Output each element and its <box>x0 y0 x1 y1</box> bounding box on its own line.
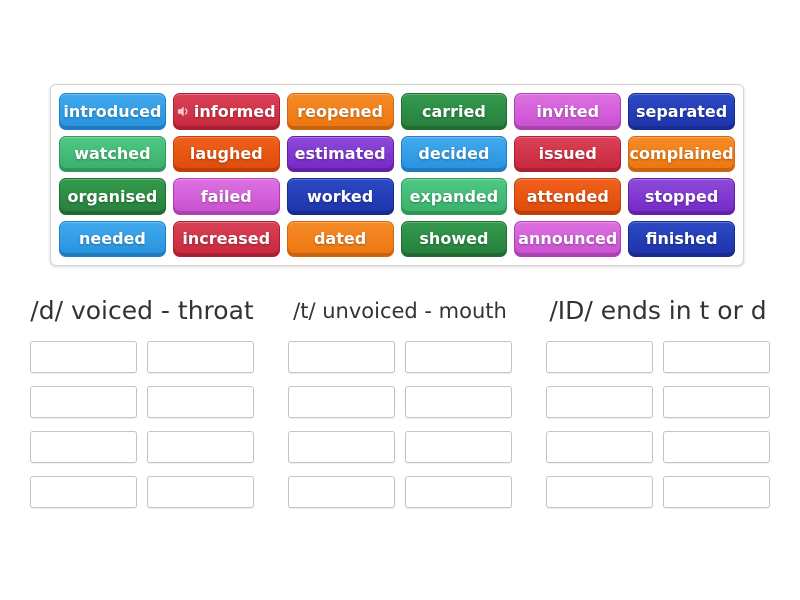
category-title: /d/ voiced - throat <box>30 296 254 325</box>
answer-slot[interactable] <box>147 341 254 373</box>
word-tile[interactable]: laughed <box>172 135 280 172</box>
word-tile[interactable]: introduced <box>59 93 166 130</box>
word-tile-label: dated <box>313 229 367 249</box>
word-bank-grid: introduced informed reopened carried inv… <box>59 93 735 257</box>
answer-slot[interactable] <box>288 476 395 508</box>
word-tile-label: failed <box>200 186 252 206</box>
answer-slot[interactable] <box>405 476 512 508</box>
word-tile-label: laughed <box>189 144 263 164</box>
word-tile-label: announced <box>518 229 618 249</box>
slot-grid <box>288 341 512 508</box>
answer-slot[interactable] <box>30 476 137 508</box>
answer-slot[interactable] <box>30 386 137 418</box>
word-tile-label: attended <box>526 186 609 206</box>
word-tile[interactable]: invited <box>514 93 622 130</box>
answer-slot[interactable] <box>546 341 653 373</box>
word-tile[interactable]: issued <box>514 135 622 172</box>
word-tile-label: complained <box>629 144 734 164</box>
answer-slot[interactable] <box>546 431 653 463</box>
category-title: /ID/ ends in t or d <box>549 296 767 325</box>
slot-grid <box>30 341 254 508</box>
answer-slot[interactable] <box>663 341 770 373</box>
answer-slot[interactable] <box>30 431 137 463</box>
word-tile-label: organised <box>67 186 158 206</box>
word-tile-label: invited <box>536 101 600 121</box>
answer-slot[interactable] <box>147 476 254 508</box>
category-title: /t/ unvoiced - mouth <box>293 299 507 323</box>
word-tile[interactable]: attended <box>514 178 622 215</box>
word-tile[interactable]: dated <box>286 220 394 257</box>
word-tile[interactable]: organised <box>59 178 166 215</box>
word-tile-label: decided <box>418 144 490 164</box>
word-tile[interactable]: decided <box>400 135 508 172</box>
word-tile[interactable]: needed <box>59 220 166 257</box>
word-tile[interactable]: finished <box>628 220 735 257</box>
answer-slot[interactable] <box>663 476 770 508</box>
word-tile-label: introduced <box>63 101 162 121</box>
word-tile[interactable]: stopped <box>628 178 735 215</box>
answer-slot[interactable] <box>405 431 512 463</box>
answer-slot[interactable] <box>663 431 770 463</box>
word-tile[interactable]: informed <box>172 93 280 130</box>
answer-slot[interactable] <box>405 386 512 418</box>
word-tile[interactable]: watched <box>59 135 166 172</box>
word-tile-label: estimated <box>294 144 386 164</box>
answer-slot[interactable] <box>288 386 395 418</box>
word-tile-label: carried <box>421 101 486 121</box>
word-bank: introduced informed reopened carried inv… <box>50 84 744 266</box>
word-tile-label: finished <box>645 229 718 249</box>
word-tile[interactable]: carried <box>400 93 508 130</box>
word-tile-label: separated <box>635 101 728 121</box>
word-tile[interactable]: showed <box>400 220 508 257</box>
answer-slot[interactable] <box>30 341 137 373</box>
word-tile-label: watched <box>74 144 151 164</box>
word-tile-label: informed <box>193 101 276 121</box>
word-tile[interactable]: failed <box>172 178 280 215</box>
answer-slot[interactable] <box>546 476 653 508</box>
word-tile[interactable]: expanded <box>400 178 508 215</box>
answer-slot[interactable] <box>546 386 653 418</box>
word-tile-label: showed <box>419 229 489 249</box>
word-tile[interactable]: worked <box>286 178 394 215</box>
answer-slot[interactable] <box>663 386 770 418</box>
word-tile-label: stopped <box>644 186 719 206</box>
category-id-ends-t-d: /ID/ ends in t or d <box>546 292 770 508</box>
answer-slot[interactable] <box>288 341 395 373</box>
word-tile[interactable]: separated <box>628 93 735 130</box>
answer-slot[interactable] <box>147 386 254 418</box>
audio-speaker-icon <box>177 106 188 117</box>
word-tile-label: increased <box>182 229 271 249</box>
slot-grid <box>546 341 770 508</box>
category-t-unvoiced: /t/ unvoiced - mouth <box>288 292 512 508</box>
word-tile[interactable]: reopened <box>286 93 394 130</box>
word-tile-label: needed <box>78 229 146 249</box>
word-tile[interactable]: increased <box>172 220 280 257</box>
word-tile-label: expanded <box>409 186 499 206</box>
word-tile-label: worked <box>306 186 374 206</box>
word-tile-label: reopened <box>297 101 383 121</box>
word-tile-label: issued <box>538 144 597 164</box>
categories: /d/ voiced - throat /t/ unvoiced - mouth… <box>30 292 770 508</box>
answer-slot[interactable] <box>405 341 512 373</box>
word-tile[interactable]: announced <box>514 220 622 257</box>
answer-slot[interactable] <box>288 431 395 463</box>
word-tile[interactable]: estimated <box>286 135 394 172</box>
answer-slot[interactable] <box>147 431 254 463</box>
category-d-voiced: /d/ voiced - throat <box>30 292 254 508</box>
word-tile[interactable]: complained <box>628 135 735 172</box>
